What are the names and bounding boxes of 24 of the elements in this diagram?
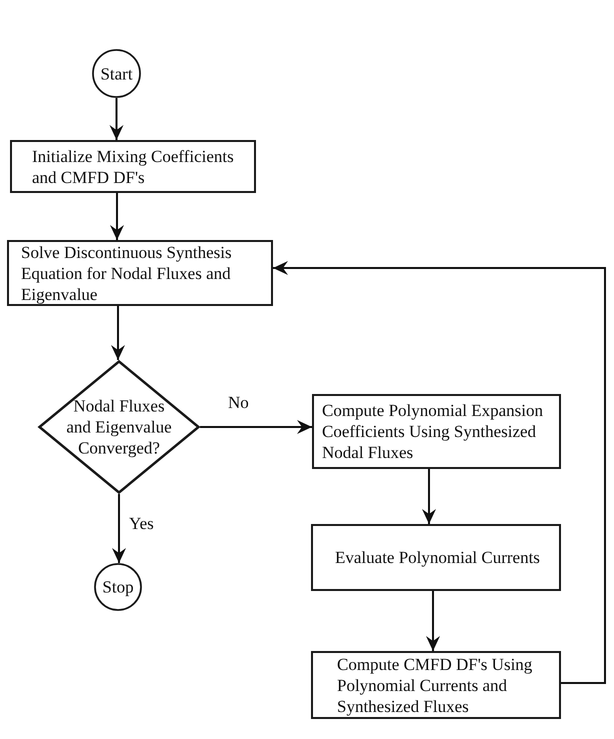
arrow xyxy=(273,261,606,684)
terminal-label: Stop xyxy=(102,576,134,598)
terminal-circle xyxy=(92,49,141,98)
step-text: Initialize Mixing Coefficients and CMFD DF's xyxy=(32,146,235,188)
process-box xyxy=(7,240,273,306)
process-box xyxy=(10,140,256,193)
arrow xyxy=(200,420,312,434)
terminal-label: Start xyxy=(100,63,133,84)
decision-text: Nodal Fluxes and Eigenvalue Converged? xyxy=(65,396,173,458)
step-text: Solve Discontinuous Synthesis Equation for Nodal Fluxes and Eigenvalue xyxy=(21,242,233,304)
arrow xyxy=(110,193,124,240)
step-text: Compute Polynomial Expansion Coefficients Using Synthesized Nodal Fluxes xyxy=(322,400,544,463)
arrow xyxy=(426,591,440,651)
terminal-circle xyxy=(94,563,142,611)
arrow xyxy=(111,306,125,360)
step-text: Evaluate Polynomial Currents xyxy=(335,547,541,568)
process-box xyxy=(312,394,561,469)
arrow xyxy=(422,469,436,524)
process-box xyxy=(311,524,561,591)
arrow xyxy=(112,494,126,563)
process-box xyxy=(311,651,561,719)
step-text: Compute CMFD DF's Using Polynomial Currents and Synthesized Fluxes xyxy=(337,654,534,716)
decision-diamond xyxy=(38,360,200,494)
arrow xyxy=(110,98,124,140)
